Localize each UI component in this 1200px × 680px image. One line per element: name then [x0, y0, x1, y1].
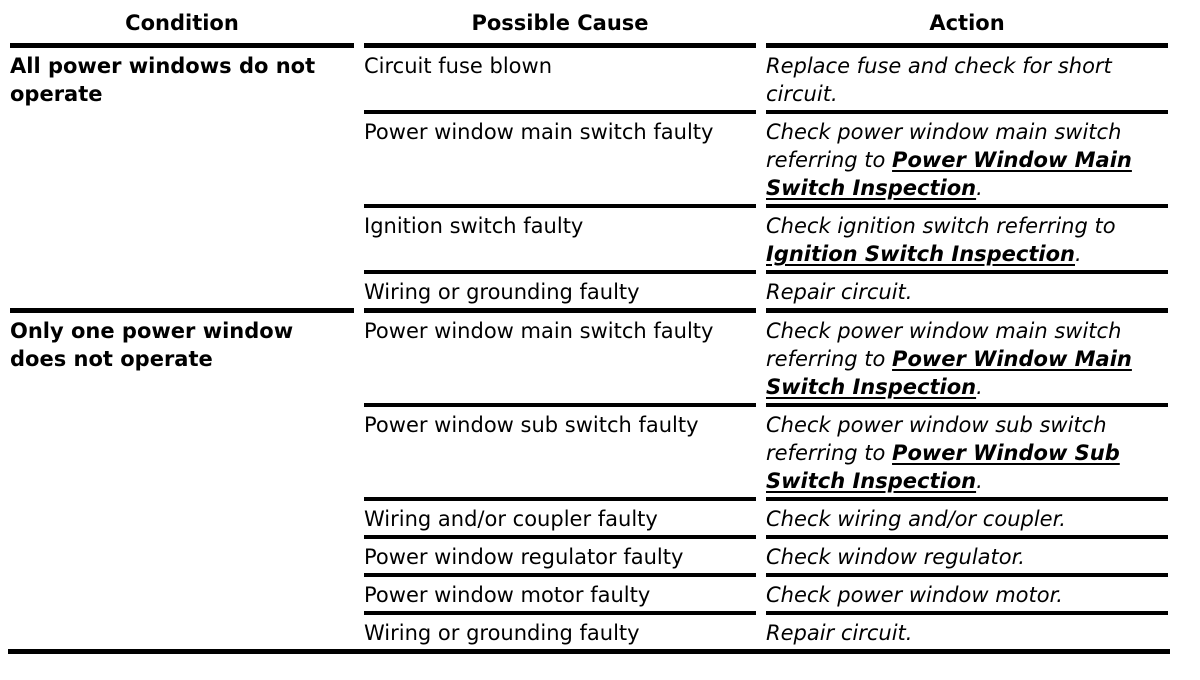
troubleshooting-table: Condition Possible Cause Action All powe…	[0, 2, 1178, 649]
table-bottom-rule	[8, 649, 1170, 654]
inspection-link[interactable]: Power Window Main Switch Inspection	[766, 148, 1132, 200]
cause-cell: Power window motor faulty	[364, 573, 756, 611]
action-text-segment: Replace fuse and check for short circuit…	[766, 54, 1112, 106]
col-header-action: Action	[766, 2, 1168, 48]
table-row: Ignition switch faulty Check ignition sw…	[10, 204, 1168, 270]
col-header-possible-cause: Possible Cause	[364, 2, 756, 48]
table-row: Power window regulator faulty Check wind…	[10, 535, 1168, 573]
action-text-segment: Check power window main switch referring…	[766, 120, 1122, 172]
cause-cell: Power window main switch faulty	[364, 308, 756, 403]
action-text-segment: Check window regulator.	[766, 545, 1025, 569]
action-text-segment: .	[976, 375, 983, 399]
inspection-link[interactable]: Power Window Main Switch Inspection	[766, 347, 1132, 399]
header-row: Condition Possible Cause Action	[10, 2, 1168, 48]
action-cell: Repair circuit.	[766, 270, 1168, 308]
action-text-segment: .	[976, 469, 983, 493]
table-row: Power window main switch faulty Check po…	[10, 110, 1168, 204]
action-cell: Replace fuse and check for short circuit…	[766, 48, 1168, 110]
action-text-segment: Repair circuit.	[766, 280, 913, 304]
table-row: Wiring or grounding faulty Repair circui…	[10, 270, 1168, 308]
action-text-segment: Check ignition switch referring to	[766, 214, 1116, 238]
action-cell: Repair circuit.	[766, 611, 1168, 649]
action-text-segment: .	[976, 176, 983, 200]
action-text-segment: Repair circuit.	[766, 621, 913, 645]
table-row: Only one power window does not operate P…	[10, 308, 1168, 403]
cause-cell: Circuit fuse blown	[364, 54, 553, 78]
inspection-link[interactable]: Power Window Sub Switch Inspection	[766, 441, 1120, 493]
action-cell: Check power window main switch referring…	[766, 308, 1168, 403]
action-cell: Check power window main switch referring…	[766, 110, 1168, 204]
action-text-segment: Check power window main switch referring…	[766, 319, 1122, 371]
cause-cell: Wiring or grounding faulty	[364, 270, 756, 308]
cause-cell: Wiring or grounding faulty	[364, 611, 756, 649]
condition-cell: Only one power window does not operate	[10, 308, 354, 649]
cause-cell: Power window main switch faulty	[364, 110, 756, 204]
table-row: All power windows do not operate Circuit…	[10, 48, 1168, 110]
action-cell: Check ignition switch referring to Ignit…	[766, 204, 1168, 270]
col-header-condition: Condition	[10, 2, 354, 48]
inspection-link[interactable]: Ignition Switch Inspection	[766, 242, 1075, 266]
table-row: Wiring or grounding faulty Repair circui…	[10, 611, 1168, 649]
cause-cell: Power window regulator faulty	[364, 535, 756, 573]
action-text-segment: .	[1075, 242, 1082, 266]
cause-cell: Ignition switch faulty	[364, 204, 756, 270]
action-text-segment: Check wiring and/or coupler.	[766, 507, 1066, 531]
table-row: Power window sub switch faulty Check pow…	[10, 403, 1168, 497]
action-cell: Check wiring and/or coupler.	[766, 497, 1168, 535]
action-cell: Check power window sub switch referring …	[766, 403, 1168, 497]
action-cell: Check power window motor.	[766, 573, 1168, 611]
table-row: Wiring and/or coupler faulty Check wirin…	[10, 497, 1168, 535]
action-cell: Check window regulator.	[766, 535, 1168, 573]
condition-cell: All power windows do not operate	[10, 54, 316, 106]
action-text-segment: Check power window sub switch referring …	[766, 413, 1107, 465]
action-text-segment: Check power window motor.	[766, 583, 1063, 607]
cause-cell: Power window sub switch faulty	[364, 403, 756, 497]
cause-cell: Wiring and/or coupler faulty	[364, 497, 756, 535]
table-row: Power window motor faulty Check power wi…	[10, 573, 1168, 611]
